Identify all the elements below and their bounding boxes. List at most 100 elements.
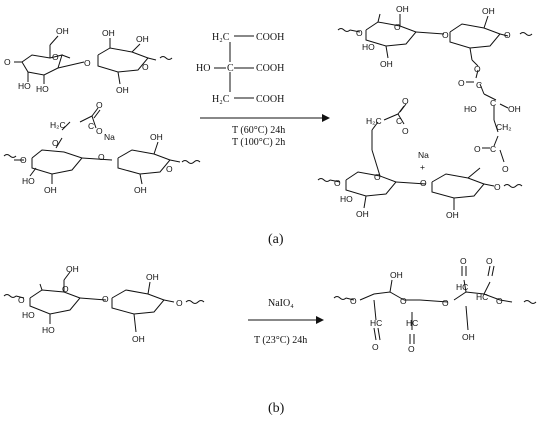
dialdehyde-product-labels: OH O HC O O HC O O O O HC HC O OH <box>350 256 503 354</box>
atom-o: O <box>502 164 509 174</box>
atom-o: O <box>442 298 449 308</box>
atom-o: O <box>474 64 481 74</box>
atom-c: C <box>490 144 496 154</box>
atom-ho: HO <box>22 176 35 186</box>
cmc-reactant-labels: H₂C C O O Na O O HO OH O OH OH O <box>20 100 173 195</box>
atom-o: O <box>4 57 11 67</box>
atom-o: O <box>356 28 363 38</box>
atom-o: O <box>458 78 465 88</box>
atom-o: O <box>486 256 493 266</box>
atom-o: O <box>400 296 407 306</box>
atom-na: Na <box>104 132 115 142</box>
atom-oh: OH <box>380 59 393 69</box>
atom-hc: HC <box>476 292 488 302</box>
cmc-reactant <box>3 107 201 185</box>
atom-o: O <box>394 22 401 32</box>
condition-line-2: T (100°C) 2h <box>232 137 285 148</box>
atom-oh: OH <box>56 26 69 36</box>
atom-ho: HO <box>362 42 375 52</box>
atom-c: C <box>490 98 496 108</box>
panel-label-a: (a) <box>268 232 284 247</box>
atom-o: O <box>96 100 103 110</box>
atom-hc: HC <box>370 318 382 328</box>
atom-o: O <box>372 342 379 352</box>
atom-oh: OH <box>396 4 409 14</box>
ch2-bottom-label: H₂C <box>212 94 230 105</box>
crosslinked-product <box>317 13 533 210</box>
reaction-arrow-b <box>248 316 324 324</box>
atom-oh: OH <box>136 34 149 44</box>
ho-label: HO <box>196 63 210 74</box>
atom-c: C <box>396 116 402 126</box>
atom-o: O <box>18 295 25 305</box>
atom-oh: OH <box>482 6 495 16</box>
atom-o: O <box>408 344 415 354</box>
atom-oh: OH <box>356 209 369 219</box>
atom-hc: HC <box>406 318 418 328</box>
ch2-top-label: H₂C <box>212 32 230 43</box>
panel-label-b: (b) <box>268 401 285 416</box>
cooh-bottom-label: COOH <box>256 94 284 105</box>
citric-acid-reagent <box>214 35 254 99</box>
atom-oh: OH <box>150 132 163 142</box>
atom-oh: OH <box>508 104 521 114</box>
cellulose-reactant <box>14 35 173 85</box>
atom-ho: HO <box>36 84 49 94</box>
atom-o: O <box>350 296 357 306</box>
atom-o: O <box>142 62 149 72</box>
atom-oh: OH <box>66 264 79 274</box>
atom-ho: HO <box>22 310 35 320</box>
atom-c: C <box>88 121 94 131</box>
atom-o: O <box>20 155 27 165</box>
atom-o: O <box>176 298 183 308</box>
atom-oh: OH <box>132 334 145 344</box>
cellulose-reactant-labels: OH O O HO HO O OH OH OH O <box>4 26 149 95</box>
atom-o: O <box>494 182 501 192</box>
atom-ho: HO <box>18 81 31 91</box>
atom-o: O <box>96 126 103 136</box>
atom-oh: OH <box>390 270 403 280</box>
atom-o: O <box>334 178 341 188</box>
atom-o: O <box>496 296 503 306</box>
cooh-middle-label: COOH <box>256 63 284 74</box>
atom-na: Na <box>418 150 429 160</box>
reagent-naio4: NaIO₄ <box>268 298 294 309</box>
cooh-top-label: COOH <box>256 32 284 43</box>
central-c-label: C <box>227 63 234 74</box>
atom-o: O <box>420 178 427 188</box>
atom-o: O <box>84 58 91 68</box>
atom-oh: OH <box>134 185 147 195</box>
atom-c: C <box>476 80 482 90</box>
atom-oh: OH <box>116 85 129 95</box>
atom-ho: HO <box>42 325 55 335</box>
condition-line-1: T (60°C) 24h <box>232 125 285 136</box>
atom-oh: OH <box>446 210 459 220</box>
atom-ho: HO <box>340 194 353 204</box>
atom-oh: OH <box>102 28 115 38</box>
conditions-b: NaIO₄ T (23°C) 24h <box>254 298 307 346</box>
crosslinked-product-labels: OH O HO OH O O OH O O O C HO C OH CH₂ O … <box>334 4 521 220</box>
atom-plus: + <box>420 162 425 172</box>
citric-acid-labels: H₂C COOH HO C COOH H₂C COOH <box>196 32 284 105</box>
condition-line-1: T (23°C) 24h <box>254 335 307 346</box>
atom-h2c: H₂C <box>50 120 66 130</box>
atom-o: O <box>62 284 69 294</box>
conditions-a: T (60°C) 24h T (100°C) 2h <box>232 125 285 148</box>
atom-o: O <box>374 172 381 182</box>
atom-o: O <box>504 30 511 40</box>
atom-o: O <box>460 256 467 266</box>
atom-o: O <box>52 138 59 148</box>
atom-oh: OH <box>44 185 57 195</box>
atom-oh: OH <box>462 332 475 342</box>
reaction-arrow-a <box>200 114 330 122</box>
atom-o: O <box>98 152 105 162</box>
atom-o: O <box>442 30 449 40</box>
atom-ho: HO <box>464 104 477 114</box>
atom-oh: OH <box>146 272 159 282</box>
atom-h2c: H₂C <box>366 116 382 126</box>
cellulose-reactant-b-labels: OH O O HO HO O OH OH O <box>18 264 183 344</box>
atom-ch2: CH₂ <box>496 122 512 132</box>
atom-o: O <box>474 144 481 154</box>
